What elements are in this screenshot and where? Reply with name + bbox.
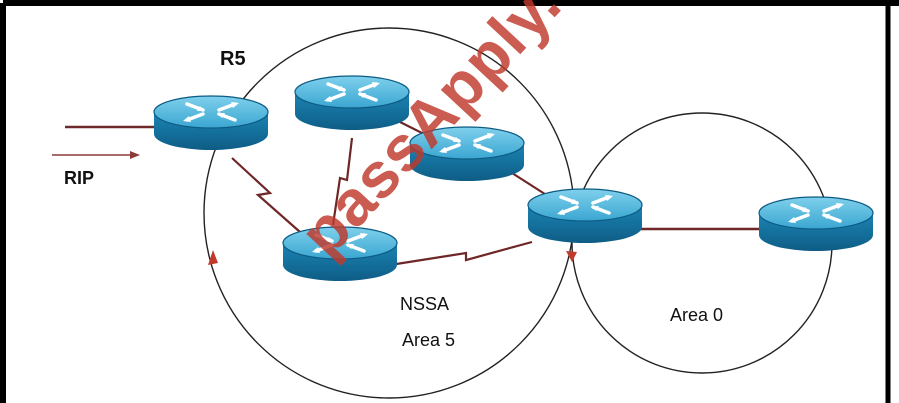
router-6 bbox=[757, 195, 875, 253]
rip-label: RIP bbox=[64, 168, 95, 188]
rip-arrow bbox=[52, 151, 140, 159]
serial-link-router2-router4 bbox=[331, 137, 354, 226]
router-abr bbox=[526, 187, 644, 245]
area-0-label: Area 0 bbox=[670, 305, 724, 325]
router-r5-label: R5 bbox=[220, 48, 246, 70]
area-5-label: Area 5 bbox=[402, 330, 456, 350]
flow-arrow-left bbox=[208, 250, 218, 265]
link-router3-abr bbox=[511, 172, 549, 197]
flow-arrow-right bbox=[566, 251, 577, 262]
serial-link-r5-router4 bbox=[231, 157, 301, 233]
router-r5 bbox=[152, 94, 270, 152]
nssa-label: NSSA bbox=[400, 294, 450, 314]
serial-link-router4-abr bbox=[389, 240, 533, 267]
